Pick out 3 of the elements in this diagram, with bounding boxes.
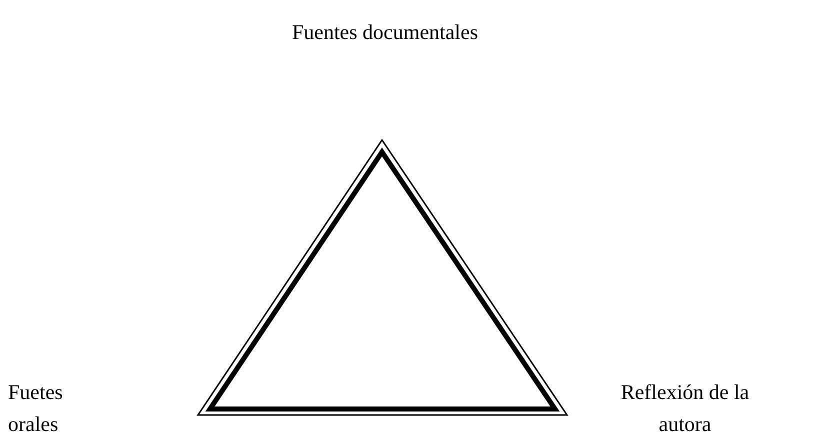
vertex-label: Reflexión de la autora xyxy=(620,379,750,438)
vertex-label: Fuentes documentales xyxy=(290,19,480,46)
vertex-label: Fuetes orales xyxy=(8,379,64,438)
